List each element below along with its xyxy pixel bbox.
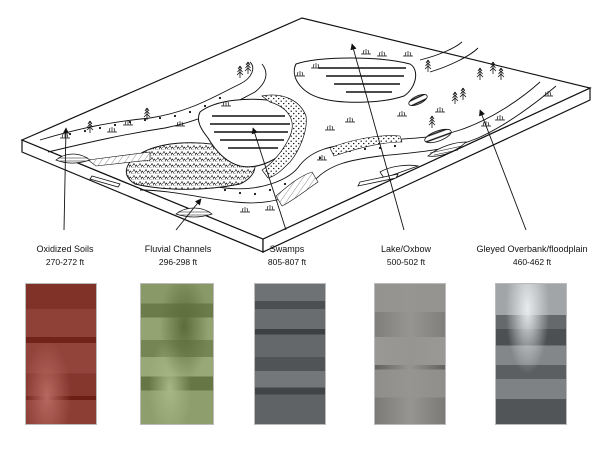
channel-banks: [39, 41, 557, 204]
arrow-lake-oxbow: [350, 43, 405, 231]
upper-lake-lines: [318, 67, 406, 93]
point-bar-central: [261, 94, 307, 179]
upper-lake: [293, 57, 417, 103]
arrow-oxidized-soils: [62, 127, 70, 231]
core-photo-fluvial-channels: [140, 283, 214, 425]
small-oxbow-2: [424, 128, 452, 144]
core-photo-gleyed-overbank: [495, 283, 567, 425]
leader-arrows: [62, 43, 527, 231]
arrow-swamps: [251, 127, 287, 231]
crevasse-splay-2: [87, 151, 151, 167]
small-oxbow-1: [408, 94, 428, 106]
core-photo-swamps: [254, 283, 326, 425]
levee-beads: [68, 96, 397, 196]
label-oxidized-soils: Oxidized Soils 270-272 ft: [25, 244, 105, 268]
lake-water-lines: [210, 115, 290, 149]
front-face-hatching: [58, 145, 463, 216]
label-name: Fluvial Channels: [144, 244, 212, 254]
label-depth: 270-272 ft: [45, 257, 85, 267]
label-name: Gleyed Overbank/floodplain: [476, 244, 588, 254]
label-gleyed-overbank: Gleyed Overbank/floodplain 460-462 ft: [470, 244, 594, 268]
label-lake-oxbow: Lake/Oxbow 500-502 ft: [370, 244, 442, 268]
core-photo-oxidized-soils: [25, 283, 97, 425]
label-swamps: Swamps 805-807 ft: [250, 244, 324, 268]
label-name: Swamps: [269, 244, 305, 254]
label-depth: 460-462 ft: [512, 257, 552, 267]
label-name: Oxidized Soils: [36, 244, 94, 254]
crevasse-splay-1: [275, 171, 319, 207]
label-name: Lake/Oxbow: [380, 244, 432, 254]
label-depth: 805-807 ft: [267, 257, 307, 267]
arrow-fluvial-channels: [175, 198, 202, 231]
label-depth: 500-502 ft: [386, 257, 426, 267]
point-bar-lower: [329, 135, 403, 157]
label-fluvial-channels: Fluvial Channels 296-298 ft: [136, 244, 220, 268]
arrow-gleyed-overbank: [479, 109, 527, 231]
label-depth: 296-298 ft: [158, 257, 198, 267]
core-photo-lake-oxbow: [374, 283, 446, 425]
